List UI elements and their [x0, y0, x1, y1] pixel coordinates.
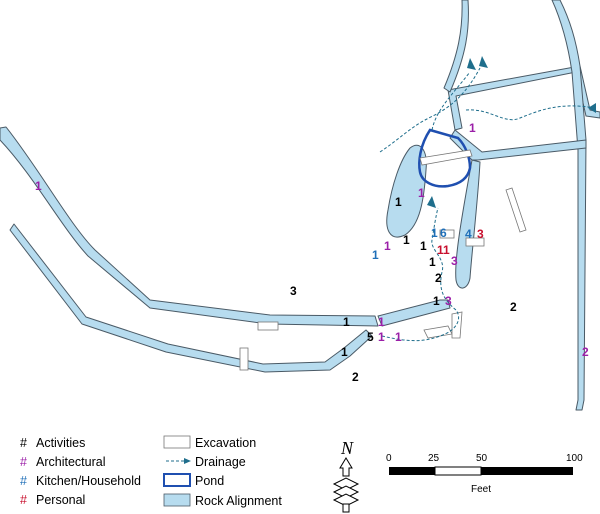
- artifact-count-kitchen: 1: [431, 226, 438, 240]
- rock-alignment-connector: [449, 129, 587, 161]
- legend-feature-excavation: Excavation: [163, 435, 256, 450]
- legend-symbol: #: [20, 493, 27, 507]
- drainage-arrow-icon: [184, 458, 191, 464]
- drainage-arrow-icon: [467, 58, 476, 70]
- legend-label: Pond: [195, 474, 224, 488]
- artifact-count-activities: 1: [420, 239, 427, 253]
- legend-feature-rock-alignment: Rock Alignment: [163, 493, 282, 508]
- artifact-count-activities: 5: [367, 330, 374, 344]
- drainage-arrow-icon: [479, 56, 488, 68]
- excavation-pond-trench: [419, 149, 473, 166]
- north-arrow-icon: N: [332, 438, 360, 513]
- scale-bar: 0 25 50 100 Feet: [386, 453, 583, 495]
- excavation-center-2: [451, 311, 463, 339]
- legend-symbol: #: [20, 436, 27, 450]
- artifact-count-activities: 1: [343, 315, 350, 329]
- legend-category-kitchen: # Kitchen/Household: [20, 474, 141, 488]
- artifact-count-personal: 11: [437, 243, 450, 257]
- artifact-count-activities: 3: [290, 284, 297, 298]
- artifact-count-activities: 2: [510, 300, 517, 314]
- artifact-count-activities: 2: [435, 271, 442, 285]
- excavation-center-4: [439, 229, 455, 239]
- legend-category-activities: # Activities: [20, 436, 85, 450]
- artifact-count-kitchen: 6: [440, 226, 447, 240]
- rock-alignment-west-north: [0, 126, 379, 327]
- artifact-count-activities: 1: [433, 294, 440, 308]
- north-arrow-head: [339, 457, 353, 477]
- artifact-count-architectural: 1: [378, 315, 385, 329]
- artifact-count-architectural: 3: [445, 294, 452, 308]
- drainage-north-1: [431, 71, 471, 131]
- scale-tick-label: 50: [476, 453, 488, 464]
- legend-label: Personal: [36, 493, 85, 507]
- artifact-count-activities: 1: [403, 233, 410, 247]
- artifact-count-architectural: 1: [469, 121, 476, 135]
- artifact-count-architectural: 1: [35, 179, 42, 193]
- artifact-count-architectural: 3: [451, 254, 458, 268]
- artifact-count-kitchen: 4: [465, 227, 472, 241]
- rock-alignment-center-east: [377, 299, 451, 327]
- rock-alignment-swatch: [163, 493, 191, 507]
- scale-segment: [434, 466, 482, 476]
- drainage-main: [381, 207, 460, 342]
- drainage-lines: [379, 67, 596, 342]
- artifact-count-activities: 2: [352, 370, 359, 384]
- legend-feature-drainage: Drainage: [166, 455, 246, 469]
- legend-label: Architectural: [36, 455, 105, 469]
- legend-feature-pond: Pond: [163, 473, 224, 488]
- scale-tick-label: 25: [428, 453, 440, 464]
- artifact-count-architectural: 1: [418, 186, 425, 200]
- rock-alignments: [0, 0, 600, 411]
- legend-symbol: #: [20, 474, 27, 488]
- scale-segment: [389, 467, 435, 475]
- excavation-west-1: [257, 321, 279, 331]
- legend-label: Kitchen/Household: [36, 474, 141, 488]
- drainage-northeast: [465, 105, 596, 121]
- drainage-arrow-icon: [427, 196, 436, 208]
- legend-category-architectural: # Architectural: [20, 455, 105, 469]
- artifact-count-personal: 3: [477, 227, 484, 241]
- north-arrow-tail: [342, 503, 350, 513]
- excavation-swatch: [163, 435, 191, 449]
- rock-alignment-west-south: [9, 223, 373, 373]
- legend: # Activities # Architectural # Kitchen/H…: [20, 435, 282, 508]
- excavation-west-2: [239, 347, 249, 371]
- legend-symbol: #: [20, 455, 27, 469]
- artifact-count-activities: 1: [341, 345, 348, 359]
- scale-unit: Feet: [471, 484, 491, 495]
- drainage-arrows: [427, 56, 596, 208]
- artifact-count-kitchen: 1: [372, 248, 379, 262]
- legend-category-personal: # Personal: [20, 493, 85, 507]
- artifact-count-activities: 1: [429, 255, 436, 269]
- scale-tick-label: 100: [566, 453, 583, 464]
- drainage-arrow-icon: [588, 103, 596, 113]
- pond-swatch: [163, 473, 191, 487]
- artifact-count-architectural: 1: [384, 239, 391, 253]
- artifact-count-architectural: 2: [582, 345, 589, 359]
- rock-alignment-east-vertical: [551, 0, 587, 411]
- scale-segment: [481, 467, 573, 475]
- legend-label: Rock Alignment: [195, 494, 282, 508]
- rock-alignment-north-arm: [447, 65, 600, 131]
- artifact-count-architectural: 1: [395, 330, 402, 344]
- artifact-count-activities: 1: [395, 195, 402, 209]
- drainage-north-2: [379, 67, 481, 153]
- legend-label: Drainage: [195, 455, 246, 469]
- rock-alignment-east: [455, 159, 481, 289]
- north-arrow-layer: [332, 493, 360, 507]
- artifact-count-architectural: 1: [378, 330, 385, 344]
- legend-label: Excavation: [195, 436, 256, 450]
- rock-alignment-north-stem: [443, 0, 469, 93]
- excavation-east-strip: [505, 187, 527, 233]
- excavations: [239, 149, 527, 371]
- scale-tick-label: 0: [386, 453, 392, 464]
- excavation-center-3: [465, 237, 485, 247]
- legend-label: Activities: [36, 436, 85, 450]
- north-label: N: [340, 438, 354, 458]
